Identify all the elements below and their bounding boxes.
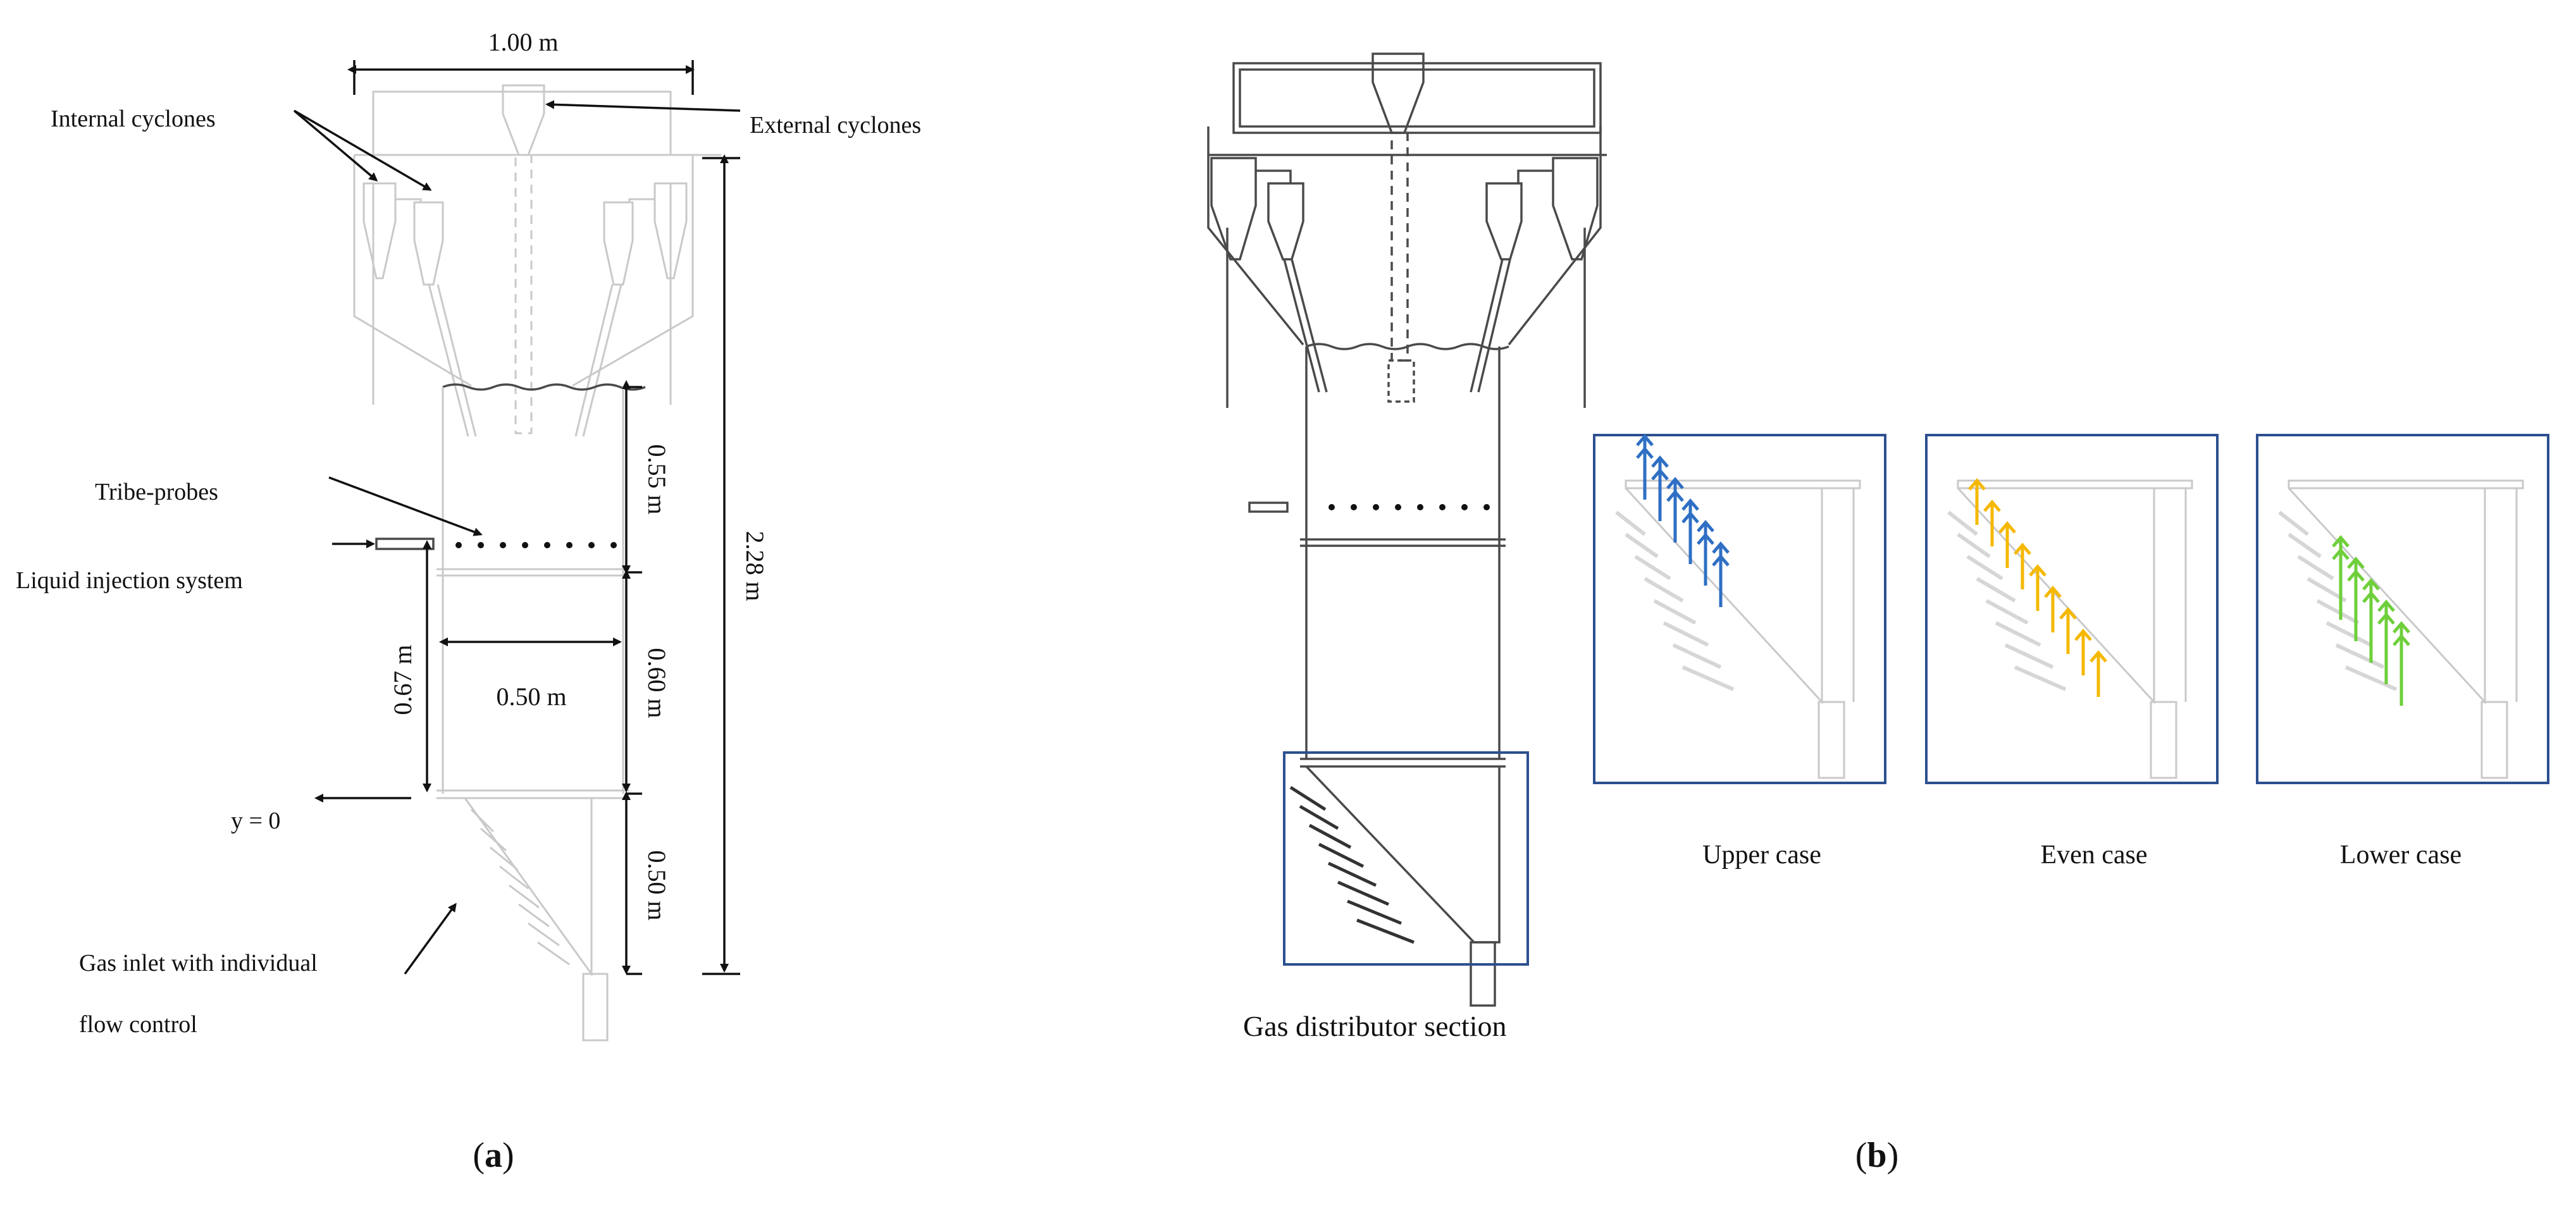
internal-cyclones-shapes	[362, 182, 688, 437]
flow-arrow-head	[2393, 621, 2410, 634]
gas-inlet-nozzles	[470, 808, 570, 966]
dimension-total-height: 2.28 m	[702, 154, 769, 975]
flow-arrow-head	[1651, 455, 1669, 468]
arrow-internal-cyclones-1	[293, 109, 378, 182]
flow-arrows-even	[1968, 478, 2107, 697]
label-internal-cyclones: Internal cyclones	[51, 106, 216, 132]
case-label-lower: Lower case	[2340, 840, 2461, 870]
flow-arrow-head	[2362, 591, 2380, 603]
flow-arrow-head	[2090, 650, 2107, 663]
flow-arrows-upper	[1636, 434, 1730, 607]
flow-arrows-lower	[2332, 535, 2410, 706]
flow-arrow-head	[1712, 541, 1730, 554]
case-label-upper: Upper case	[1702, 840, 1821, 870]
label-liquid-injection: Liquid injection system	[16, 567, 243, 594]
label-riser-width: 0.50 m	[496, 682, 566, 711]
label-total-height: 2.28 m	[741, 531, 769, 601]
flow-arrow-head	[1712, 554, 1730, 567]
case-panel-lower	[2256, 434, 2549, 784]
flow-arrow-head	[2347, 569, 2365, 582]
label-y-zero: y = 0	[231, 808, 280, 834]
flow-arrow-head	[2393, 634, 2410, 646]
panel-b-riser	[1248, 343, 1509, 1007]
label-gas-distributor: Gas distributor section	[1243, 1010, 1507, 1042]
case-panel-even	[1925, 434, 2219, 784]
dimension-riser-right: 0.55 m 0.60 m 0.50 m	[622, 380, 671, 975]
arrow-tribe-probes	[328, 476, 483, 536]
panel-b-gas-distributor: Gas distributor section	[1207, 52, 2549, 1175]
panel-b-probe-dots	[1328, 504, 1490, 510]
flow-arrow-head	[2059, 607, 2077, 620]
flow-arrow-head	[2332, 535, 2350, 548]
label-height-upper: 0.55 m	[643, 444, 671, 514]
flow-arrow-head	[2362, 578, 2380, 591]
liquid-injector-tube	[375, 538, 435, 550]
cyclone-piping	[353, 90, 721, 405]
arrow-gas-inlet	[404, 902, 457, 975]
external-cyclone-shape	[502, 84, 545, 434]
dimension-riser-width: 0.50 m	[439, 637, 622, 711]
label-gas-inlet-line1: Gas inlet with individual	[79, 950, 318, 976]
flow-arrow-head	[2377, 612, 2395, 625]
flow-arrow-head	[2044, 586, 2062, 598]
flow-arrow-head	[1697, 520, 1714, 532]
flow-arrow-head	[2074, 629, 2092, 641]
panel-b-gas-nozzles	[1289, 785, 1415, 944]
flow-arrow-head	[1998, 521, 2016, 534]
distributor-highlight-frame	[1283, 751, 1529, 966]
flow-arrow-head	[1968, 478, 1986, 491]
dimension-width-top: 1.00 m	[347, 28, 695, 95]
flow-arrow-head	[2347, 557, 2365, 569]
label-gas-inlet-line2: flow control	[79, 1011, 197, 1038]
flow-arrow-head	[1681, 511, 1699, 524]
caption-a: (a)	[473, 1136, 514, 1175]
flow-arrow-head	[1666, 477, 1684, 489]
flow-arrow-head	[1651, 468, 1669, 481]
flow-arrow-head	[1636, 446, 1654, 459]
panel-a-reactor-schematic: 1.00 m	[16, 28, 921, 1175]
arrow-external-cyclones	[545, 100, 741, 112]
tribe-probes-dots	[455, 542, 617, 548]
flow-arrow-head	[1636, 434, 1654, 446]
panel-b-cyclones	[1207, 52, 1607, 408]
riser-column	[437, 383, 646, 1042]
flow-arrow-head	[2332, 548, 2350, 560]
flow-arrow-head	[2029, 564, 2047, 577]
label-tribe-probes: Tribe-probes	[95, 479, 218, 505]
flow-arrow-head	[2377, 600, 2395, 612]
dimension-injection-height: 0.67 m	[388, 540, 431, 792]
label-height-lower: 0.50 m	[643, 850, 671, 920]
label-width-top: 1.00 m	[488, 28, 558, 56]
flow-arrow-head	[1681, 498, 1699, 511]
flow-arrow-head	[2014, 543, 2031, 555]
flow-arrow-head	[1666, 489, 1684, 502]
case-label-even: Even case	[2040, 840, 2147, 870]
label-height-middle: 0.60 m	[643, 648, 671, 718]
flow-arrow-head	[1697, 532, 1714, 545]
label-injection-height: 0.67 m	[388, 644, 417, 715]
flow-arrow-head	[1983, 500, 2001, 512]
label-external-cyclones: External cyclones	[750, 112, 921, 138]
arrow-internal-cyclones-2	[294, 109, 432, 191]
caption-b: (b)	[1855, 1136, 1898, 1175]
case-panel-upper	[1593, 434, 1886, 784]
